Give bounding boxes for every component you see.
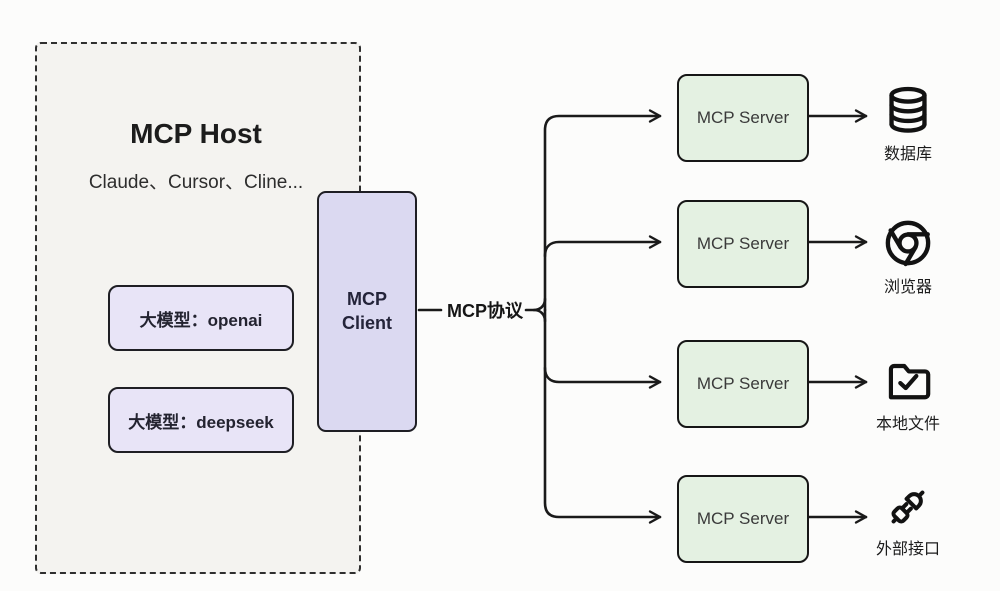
browser-icon	[885, 220, 931, 267]
mcp-server-1-label: MCP Server	[696, 108, 790, 127]
mcp-server-box-3: MCP Server	[677, 340, 809, 428]
target-browser: 浏览器	[858, 217, 958, 297]
target-local-files: 本地文件	[858, 356, 958, 434]
model-box-deepseek: 大模型：deepseek	[108, 387, 294, 453]
model-box-openai: 大模型：openai	[108, 285, 294, 351]
mcp-client-box: MCP Client	[317, 191, 417, 432]
target-local-files-label: 本地文件	[875, 416, 940, 433]
mcp-server-box-1: MCP Server	[677, 74, 809, 162]
mcp-host-subtitle: Claude、Cursor、Cline...	[88, 172, 304, 193]
database-icon	[889, 86, 927, 133]
mcp-client-label-line1: MCP	[347, 289, 387, 309]
mcp-protocol-label: MCP协议	[447, 301, 523, 321]
target-browser-label: 浏览器	[883, 279, 932, 296]
mcp-server-box-4: MCP Server	[677, 475, 809, 563]
target-database: 数据库	[858, 84, 958, 164]
model-deepseek-label: 大模型：deepseek	[128, 412, 274, 432]
mcp-server-4-label: MCP Server	[696, 509, 790, 528]
mcp-server-3-label: MCP Server	[696, 374, 790, 393]
target-external-interface-label: 外部接口	[875, 541, 940, 558]
mcp-host-title: MCP Host	[130, 118, 262, 149]
mcp-server-box-2: MCP Server	[677, 200, 809, 288]
model-openai-label: 大模型：openai	[139, 310, 263, 330]
target-external-interface: 外部接口	[858, 483, 958, 559]
plug-icon	[891, 490, 925, 524]
folder-check-icon	[888, 363, 931, 400]
mcp-client-label-line2: Client	[341, 313, 392, 333]
mcp-server-2-label: MCP Server	[696, 234, 790, 253]
target-database-label: 数据库	[883, 146, 932, 163]
